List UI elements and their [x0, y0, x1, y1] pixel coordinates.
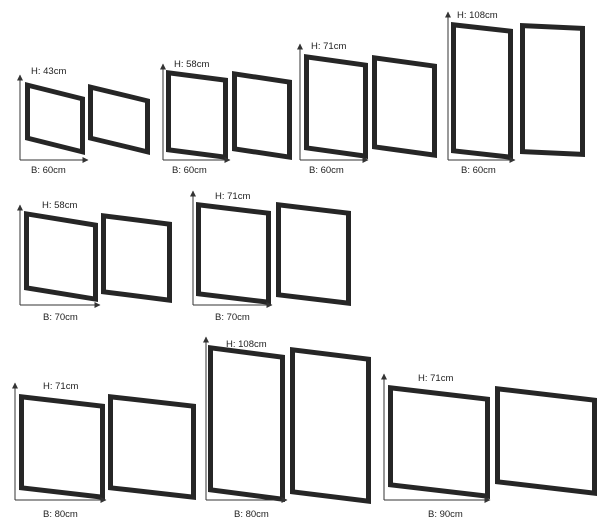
- frame-leg-front: [388, 385, 490, 499]
- height-label: H: 108cm: [457, 10, 498, 21]
- frame-leg-front: [24, 211, 98, 302]
- width-label: B: 90cm: [428, 509, 463, 520]
- frame-leg-back: [290, 347, 371, 504]
- width-label: B: 60cm: [309, 165, 344, 176]
- frame-illustration-7: H: 71cm B: 80cm: [12, 381, 196, 520]
- frame-leg-back: [495, 386, 597, 496]
- height-label: H: 58cm: [42, 200, 77, 211]
- height-label: H: 71cm: [418, 373, 453, 384]
- height-label: H: 58cm: [174, 59, 209, 70]
- frame-leg-back: [520, 23, 585, 157]
- frame-leg-front: [19, 394, 105, 500]
- frame-leg-back: [108, 394, 196, 500]
- frame-illustration-1: H: 43cm B: 60cm: [17, 66, 150, 176]
- width-label: B: 80cm: [43, 509, 78, 520]
- frame-leg-front: [304, 54, 368, 159]
- width-label: B: 70cm: [43, 312, 78, 323]
- height-label: H: 71cm: [215, 191, 250, 202]
- width-label: B: 60cm: [31, 165, 66, 176]
- width-label: B: 70cm: [215, 312, 250, 323]
- frame-leg-front: [208, 345, 285, 502]
- frame-leg-front: [25, 82, 85, 155]
- height-label: H: 71cm: [43, 381, 78, 392]
- frame-leg-back: [101, 213, 172, 303]
- height-label: H: 71cm: [311, 41, 346, 52]
- frame-illustration-4: H: 108cm B: 60cm: [445, 10, 585, 176]
- frame-illustration-2: H: 58cm B: 60cm: [160, 59, 292, 176]
- frame-illustration-3: H: 71cm B: 60cm: [297, 41, 437, 176]
- width-label: B: 80cm: [234, 509, 269, 520]
- frame-leg-front: [451, 22, 513, 160]
- frame-leg-front: [196, 202, 271, 305]
- frame-illustration-8: H: 108cm B: 80cm: [203, 336, 371, 520]
- frame-illustration-5: H: 58cm B: 70cm: [17, 200, 172, 323]
- width-label: B: 60cm: [172, 165, 207, 176]
- frame-leg-back: [276, 202, 351, 306]
- frame-illustration-6: H: 71cm B: 70cm: [190, 190, 351, 323]
- frame-leg-front: [166, 70, 228, 160]
- frame-leg-back: [232, 71, 292, 160]
- frame-leg-back: [88, 84, 150, 155]
- height-label: H: 108cm: [226, 339, 267, 350]
- width-label: B: 60cm: [461, 165, 496, 176]
- frame-illustration-9: H: 71cm B: 90cm: [381, 373, 597, 520]
- frame-leg-back: [372, 55, 437, 158]
- height-label: H: 43cm: [31, 66, 66, 77]
